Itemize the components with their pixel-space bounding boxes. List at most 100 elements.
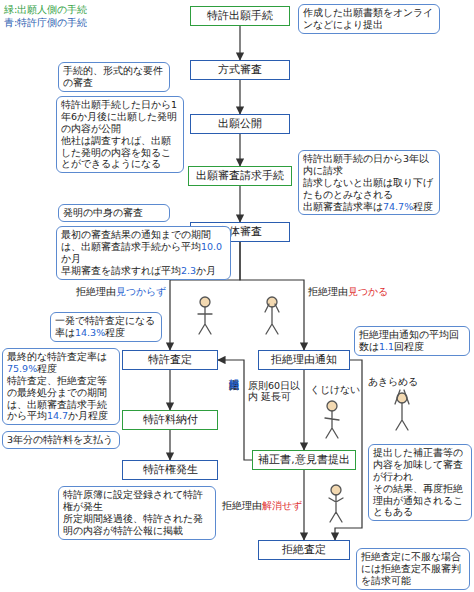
process-box: 特許料納付	[122, 410, 218, 430]
process-box: 特許出願手続	[190, 6, 290, 26]
node-text: 手続的、形式的な要件の審査	[63, 65, 165, 89]
legend-item: 緑:出願人側の手続	[4, 4, 87, 16]
process-box: 特許査定	[122, 350, 218, 370]
text-part: 発明の中身の審査	[63, 207, 143, 218]
process-box: 拒絶理由通知	[258, 350, 350, 370]
person-figure	[329, 485, 343, 522]
text-part: 拒絶理由	[222, 500, 262, 511]
node-text: 特許出願手続した日から1年6か月後に出願した発明の内容が公開	[61, 99, 179, 135]
edge-label: 拒絶理由見つからず	[76, 286, 170, 297]
callout-note: 手続的、形式的な要件の審査	[58, 62, 170, 92]
node-text: 発明の中身の審査	[63, 207, 165, 219]
text-part: 特許料納付	[143, 413, 198, 425]
edge-label: 拒絶理由見つかる	[308, 286, 402, 297]
text-part: 74.7%	[383, 201, 413, 212]
flow-arrow	[169, 370, 170, 410]
callout-note: 最終的な特許査定率は75.9%程度特許査定、拒絶査定等の最終処分までの期間は、出…	[2, 348, 120, 425]
text-part: 見つからず	[116, 286, 166, 297]
node-text: 特許原簿に設定登録されて特許権が発生	[63, 489, 211, 513]
text-part: 特許権発生	[143, 463, 198, 475]
node-text: 拒絶理由通知の平均回数は1.1回程度	[359, 329, 465, 353]
text-part: 請求しないと出願は取り下げたものとみなされる	[303, 177, 433, 200]
callout-note: 発明の中身の審査	[58, 204, 170, 222]
node-text: 出願審査請求率は74.7%程度	[303, 201, 435, 213]
text-part: 2.3	[181, 265, 196, 276]
callout-note: 一発で特許査定になる率は14.3%程度	[50, 312, 162, 342]
text-part: 出願審査請求率は	[303, 201, 383, 212]
callout-note: 作成した出願書類をオンラインなどにより提出	[298, 4, 440, 34]
node-text: 他社は調査すれば、出願した発明の内容を知ることができるようになる	[61, 135, 179, 171]
text-part: 補正書,意見書提出	[258, 453, 349, 465]
text-part: 解消せず	[262, 500, 302, 511]
text-part: 見つかる	[348, 286, 388, 297]
flow-arrow	[239, 134, 240, 166]
edge-label: 拒絶理由解消せず	[222, 500, 302, 511]
callout-note: 提出した補正書等の内容を加味して審査が行われその結果、再度拒絶理由が通知されるこ…	[368, 444, 472, 521]
node-text: 出願審査請求手続	[196, 169, 284, 183]
node-text: 特許出願手続	[207, 9, 273, 23]
node-text: 早期審査を請求すれば平均2.3か月	[61, 265, 226, 277]
person-figure	[325, 401, 339, 438]
flow-arrow	[218, 360, 252, 460]
text-part: か月	[61, 253, 81, 264]
callout-note: 拒絶理由通知の平均回数は1.1回程度	[354, 326, 470, 356]
text-part: 最初の審査結果の通知までの期間は、出願審査請求手続から平均	[61, 229, 211, 252]
edge-label: あきらめる	[368, 376, 428, 387]
text-part: 提出した補正書等の内容を加味して審査が行われ	[373, 447, 463, 482]
process-box: 特許権発生	[122, 460, 218, 480]
flow-arrow	[240, 242, 304, 350]
node-text: 特許料納付	[143, 413, 198, 427]
node-text: その結果、再度拒絶理由が通知されることもある	[373, 483, 467, 519]
text-part: 出願審査請求手続	[196, 169, 284, 181]
legend-item: 青:特許庁側の手続	[4, 17, 87, 29]
text-part: か月程度	[68, 410, 108, 421]
flow-arrow	[169, 430, 170, 460]
node-text: 請求しないと出願は取り下げたものとみなされる	[303, 177, 435, 201]
node-text: 提出した補正書等の内容を加味して審査が行われ	[373, 447, 467, 483]
text-part: 最終的な特許査定率は	[7, 351, 107, 362]
person-figure	[265, 297, 279, 334]
text-part: 14.7	[47, 410, 68, 421]
text-part: 所定期間経過後、特許された発明の内容が特許公報に掲載	[63, 513, 203, 536]
node-text: 作成した出願書類をオンラインなどにより提出	[303, 7, 435, 31]
node-text: 補正書,意見書提出	[258, 453, 349, 467]
text-part: 拒絶理由	[76, 286, 116, 297]
text-part: か月	[196, 265, 216, 276]
callout-note: 最初の審査結果の通知までの期間は、出願審査請求手続から平均10.0か月早期審査を…	[56, 226, 231, 280]
process-box: 出願公開	[190, 114, 290, 134]
text-part: 3年分の特許料を支払う	[7, 434, 113, 445]
node-text: 3年分の特許料を支払う	[7, 434, 115, 446]
node-text: 拒絶査定に不服な場合には拒絶査定不服審判を請求可能	[361, 551, 465, 587]
node-text: 最終的な特許査定率は75.9%程度	[7, 351, 115, 375]
text-part: 出願公開	[218, 117, 262, 129]
text-part: 特許出願手続した日から1年6か月後に出願した発明の内容が公開	[61, 99, 177, 134]
text-part: 10.0	[201, 241, 222, 252]
callout-note: 特許出願手続の日から3年以内に請求請求しないと出願は取り下げたものとみなされる出…	[298, 150, 440, 215]
node-text: 特許出願手続の日から3年以内に請求	[303, 153, 435, 177]
text-part: その結果、再度拒絶理由が通知されることもある	[373, 483, 463, 518]
text-part: 14.3%	[75, 327, 105, 338]
callout-note: 特許出願手続した日から1年6か月後に出願した発明の内容が公開他社は調査すれば、出…	[56, 96, 184, 173]
text-part: 方式審査	[218, 63, 262, 75]
process-box: 拒絶査定	[258, 540, 350, 560]
node-text: 特許権発生	[143, 463, 198, 477]
node-text: 拒絶査定	[282, 543, 326, 557]
edge-label: 原則60日以内 延長可	[248, 380, 302, 403]
text-part: 拒絶理由	[308, 286, 348, 297]
process-box: 方式審査	[190, 60, 290, 80]
text-part: 75.9%	[7, 363, 37, 374]
text-part: 早期審査を請求すれば平均	[61, 265, 181, 276]
node-text: 最初の審査結果の通知までの期間は、出願審査請求手続から平均10.0 か月	[61, 229, 226, 265]
flow-arrow	[303, 470, 304, 540]
text-part: 特許出願手続の日から3年以内に請求	[303, 153, 429, 176]
flow-arrow	[303, 370, 304, 450]
node-text: 所定期間経過後、特許された発明の内容が特許公報に掲載	[63, 513, 211, 537]
text-part: 拒絶査定に不服な場合には拒絶査定不服審判を請求可能	[361, 551, 461, 586]
legend-text: 青:特許庁側の手続	[4, 17, 87, 28]
text-part: 特許査定	[148, 353, 192, 365]
process-box: 出願審査請求手続	[188, 166, 292, 186]
annotation-label: くじけない	[310, 384, 370, 395]
legend-color: 緑:出願人側の手続	[4, 4, 87, 15]
legend-color: 青:特許庁側の手続	[4, 17, 87, 28]
flow-arrow	[239, 186, 240, 222]
